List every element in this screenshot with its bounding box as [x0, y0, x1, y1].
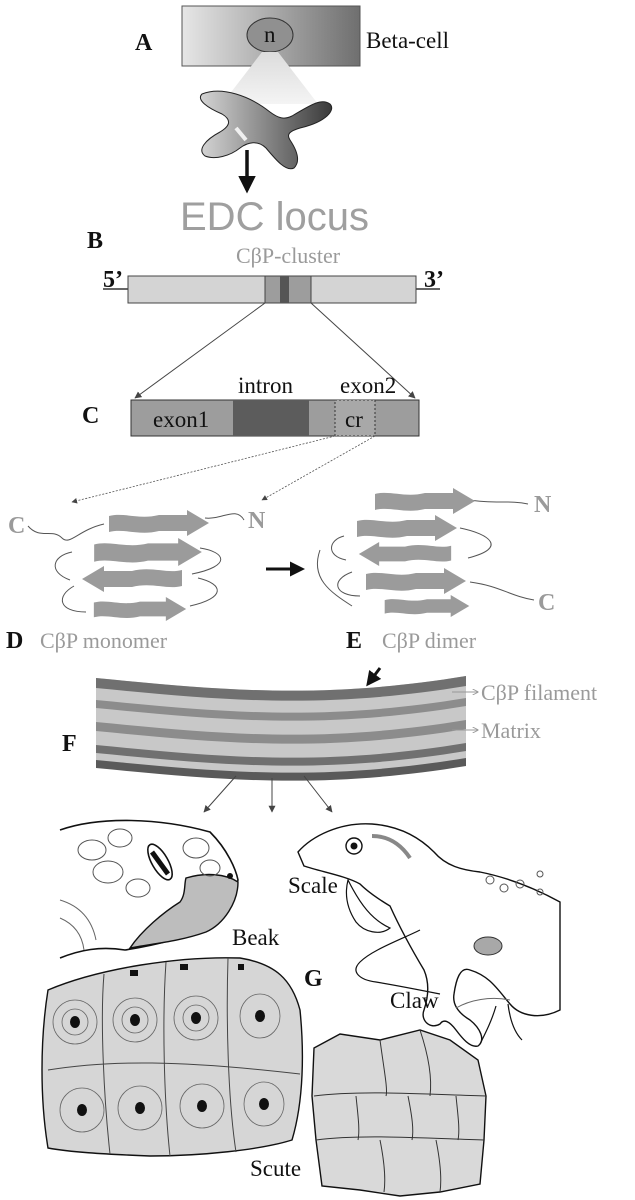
dimer-label: CβP dimer	[382, 628, 477, 653]
intron-block	[233, 400, 309, 436]
intron-label: intron	[238, 373, 293, 398]
exon2-label: exon2	[340, 373, 396, 398]
monomer-n-terminus: N	[248, 508, 266, 534]
cbp-gene-band	[280, 276, 289, 303]
arrow-to-scale	[303, 775, 333, 813]
panel-label-b: B	[87, 228, 103, 254]
panel-label-f: F	[62, 731, 77, 757]
panel-label-g: G	[304, 966, 323, 992]
monomer-label: CβP monomer	[40, 628, 168, 653]
panel-label-d: D	[6, 628, 23, 654]
zoom-line-right	[310, 302, 416, 399]
filament-label: CβP filament	[481, 680, 597, 705]
turtle-shell-scutes	[41, 957, 304, 1157]
edc-locus-title: EDC locus	[180, 195, 369, 239]
matrix-label: Matrix	[481, 718, 541, 743]
cr-label: cr	[345, 407, 363, 432]
turtle-head-illustration	[59, 819, 239, 959]
five-prime-label: 5’	[103, 267, 123, 293]
beta-keratin-filament	[96, 676, 466, 781]
three-prime-label: 3’	[424, 267, 444, 293]
zoom-beam	[222, 52, 318, 104]
scale-label: Scale	[288, 873, 338, 898]
cluster-label: CβP-cluster	[236, 243, 341, 268]
reptile-scale-patch	[311, 1029, 487, 1197]
projection-right	[261, 435, 376, 501]
cr-region	[334, 399, 376, 437]
arrow-to-filament	[366, 667, 382, 687]
cbp-monomer-structure	[27, 510, 245, 621]
nucleus-label: n	[264, 22, 276, 47]
panel-label-a: A	[135, 30, 153, 56]
panel-label-e: E	[346, 628, 362, 654]
panel-label-c: C	[82, 403, 99, 429]
zoom-line-left	[134, 302, 266, 399]
beta-cell-label: Beta-cell	[366, 28, 449, 53]
scute-label: Scute	[250, 1156, 301, 1181]
lizard-illustration	[297, 823, 561, 1047]
chromosome-icon	[200, 90, 332, 170]
dimer-c-terminus: C	[538, 590, 555, 616]
exon1-label: exon1	[153, 407, 209, 432]
cbp-dimer-structure	[316, 488, 535, 617]
projection-left	[71, 435, 336, 504]
arrow-to-beak	[203, 775, 237, 813]
dimer-n-terminus: N	[534, 492, 552, 518]
claw-label: Claw	[390, 988, 439, 1013]
monomer-c-terminus: C	[8, 513, 25, 539]
beak-label: Beak	[232, 925, 280, 950]
